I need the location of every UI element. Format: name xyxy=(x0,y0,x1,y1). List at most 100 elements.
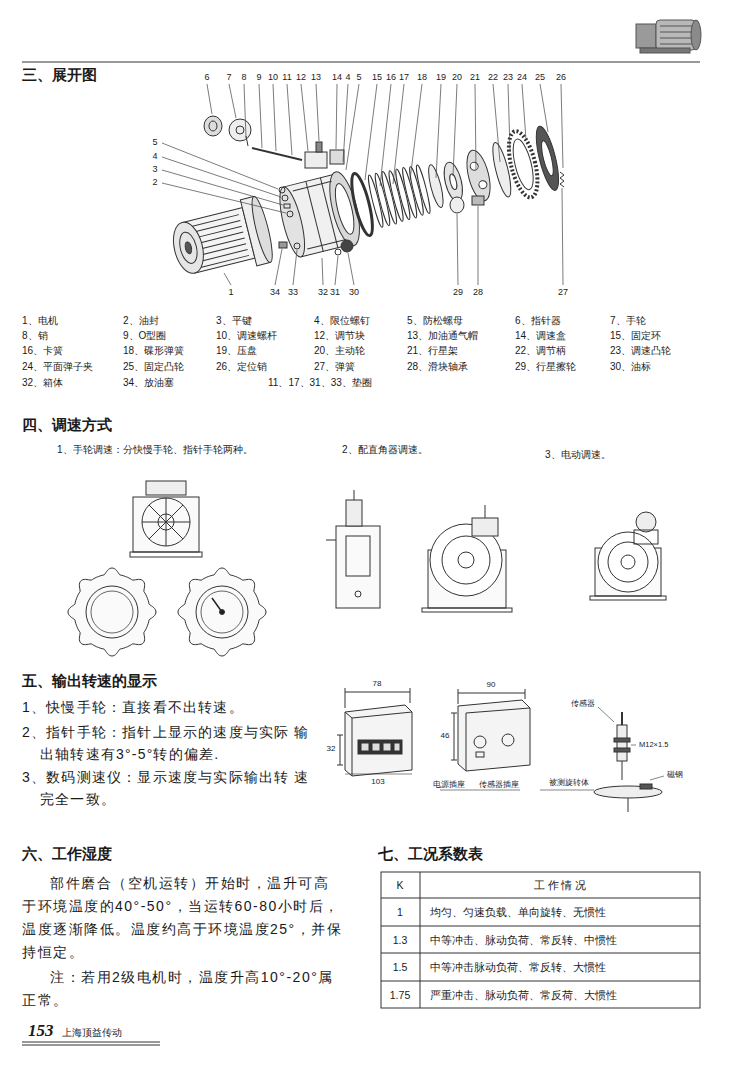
callout-number: 29 xyxy=(452,287,464,298)
motor-icon xyxy=(636,20,701,53)
digital-tachometer xyxy=(337,688,412,776)
speed-sensor-part xyxy=(628,798,629,812)
page-number: 153 xyxy=(28,1021,54,1041)
callout-number: 16 xyxy=(385,72,397,83)
small-parts-part xyxy=(287,211,293,217)
electric-drive xyxy=(590,512,666,600)
electric-drive-part xyxy=(634,530,658,544)
small-parts xyxy=(204,116,564,255)
small-parts-part xyxy=(252,148,302,160)
callout-number: 15 xyxy=(371,72,383,83)
table-cell: 1.3 xyxy=(393,933,408,946)
front-view xyxy=(422,505,512,612)
dimension-label: 46 xyxy=(440,731,451,741)
factor-table-part xyxy=(381,953,700,954)
leader-line xyxy=(540,84,548,132)
dimension-label: 传感器插座 xyxy=(478,780,520,789)
exploded-assembly xyxy=(166,120,565,289)
small-parts-part xyxy=(560,172,564,187)
handwheel-top-view-part xyxy=(133,497,199,552)
part-name: 19、压盘 xyxy=(216,345,257,357)
small-parts-part xyxy=(204,116,222,136)
leader-line xyxy=(343,84,348,162)
callout-number: 10 xyxy=(267,72,279,83)
motor-part xyxy=(195,232,244,244)
table-cell: 工 作 情 况 xyxy=(534,879,587,892)
front-view-part xyxy=(485,505,486,518)
part-name: 22、调节柄 xyxy=(515,345,566,357)
method-caption: 3、电动调速。 xyxy=(545,449,611,461)
leader-line xyxy=(562,188,563,285)
dimension-label: 磁钢 xyxy=(666,770,684,779)
factor-table-part xyxy=(420,872,421,1008)
handwheel-part xyxy=(178,568,266,656)
electric-drive-part xyxy=(636,512,656,532)
leader-line xyxy=(436,84,441,178)
motor-part xyxy=(190,215,239,227)
handwheel-top-view-part xyxy=(146,481,186,495)
digital-tachometer-part xyxy=(345,712,352,718)
gearbox-housing-part xyxy=(307,239,346,249)
motor-icon-part xyxy=(636,24,656,48)
digital-tachometer-part xyxy=(340,735,341,765)
motor-part xyxy=(199,250,248,262)
callout-number: 6 xyxy=(203,72,210,83)
part-name: 20、主动轮 xyxy=(314,345,365,357)
table-cell: 1.5 xyxy=(393,961,408,974)
callout-number: 13 xyxy=(310,72,322,83)
digital-tachometer-part xyxy=(361,743,369,751)
callout-number: 1 xyxy=(227,287,234,298)
exploded-assembly-part xyxy=(532,124,563,192)
motor-part xyxy=(169,219,209,276)
method-caption: 1、手轮调速：分快慢手轮、指针手轮两种。 xyxy=(57,444,253,456)
digital-tachometer-part xyxy=(410,688,411,703)
company-name: 上海顶益传动 xyxy=(62,1027,122,1039)
callout-number: 23 xyxy=(502,72,514,83)
small-parts-part xyxy=(472,196,484,205)
tachometer-back-part xyxy=(458,689,459,704)
leader-line xyxy=(475,84,476,170)
motor-part xyxy=(196,238,245,250)
leader-line xyxy=(275,249,282,285)
part-name: 11、17、31、33、垫圈 xyxy=(268,377,372,389)
exploded-assembly-part xyxy=(469,161,479,171)
part-name: 25、固定凸轮 xyxy=(123,361,184,373)
small-parts-part xyxy=(229,119,251,141)
callout-number: 9 xyxy=(255,72,262,83)
callout-number: 5 xyxy=(151,137,158,148)
right-angle-drive-part xyxy=(346,536,370,576)
handwheel-top-view-part xyxy=(130,552,202,557)
display-item: 1、快慢手轮：直接看不出转速。 xyxy=(22,699,244,716)
handwheel xyxy=(68,568,156,656)
small-parts-part xyxy=(305,152,327,168)
header-rule xyxy=(22,62,700,63)
digital-tachometer-part xyxy=(337,735,343,736)
small-parts-part xyxy=(330,150,344,164)
tachometer-back-part xyxy=(525,689,526,699)
leader-line xyxy=(301,84,308,151)
gearbox-housing-part xyxy=(332,182,358,236)
tachometer-back-part xyxy=(458,700,530,771)
gearbox-housing-part xyxy=(306,181,323,251)
callout-number: 27 xyxy=(557,287,569,298)
small-parts-part xyxy=(450,197,464,213)
note-paragraph: 注：若用2级电机时，温度升高10°-20°属正常。 xyxy=(22,966,344,1012)
small-parts-part xyxy=(316,142,322,152)
leader-line xyxy=(522,84,526,140)
part-name: 30、油标 xyxy=(610,361,651,373)
callout-number: 32 xyxy=(317,287,329,298)
gearbox-housing-part xyxy=(293,181,332,191)
callout-number: 12 xyxy=(295,72,307,83)
small-parts-part xyxy=(236,126,244,134)
tachometer-back-part xyxy=(451,713,457,714)
handwheel-part xyxy=(91,591,133,633)
illustration-part xyxy=(22,20,701,1045)
factor-table xyxy=(381,872,700,1008)
part-name: 3、平键 xyxy=(216,315,252,327)
exploded-assembly-part xyxy=(478,180,488,190)
right-angle-drive xyxy=(326,490,380,608)
callout-number: 5 xyxy=(355,72,362,83)
tachometer-back-part xyxy=(454,713,455,760)
callout-number: 31 xyxy=(329,287,341,298)
